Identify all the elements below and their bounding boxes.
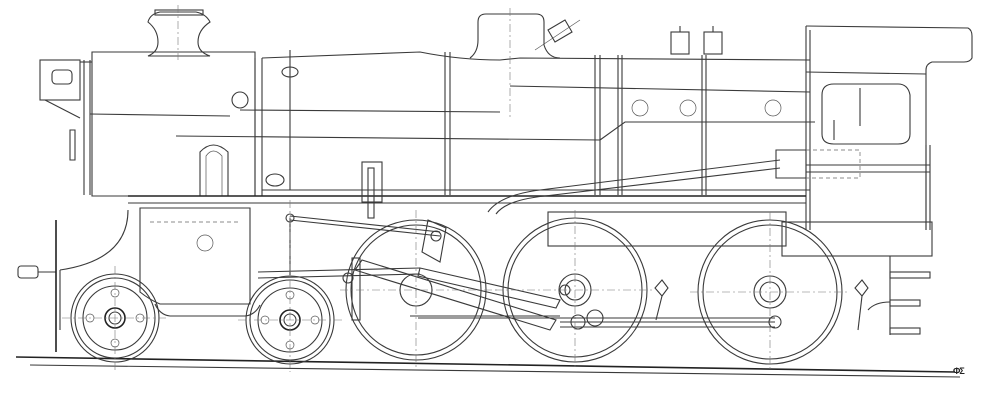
buffer <box>17 220 57 352</box>
walschaerts-valve-gear <box>257 167 775 331</box>
coupled-wheel-3 <box>690 212 850 372</box>
rail-mark: ΦΣ <box>953 366 965 376</box>
bogie-frame <box>154 303 261 317</box>
bogie-wheel-front <box>62 266 168 370</box>
bogie-wheel-rear <box>238 200 342 372</box>
coupled-wheel-1 <box>340 210 500 370</box>
headlamp <box>39 59 92 195</box>
steam-dome <box>469 8 581 120</box>
boiler <box>89 50 815 195</box>
smokebox <box>91 51 263 197</box>
cab-window <box>821 83 911 145</box>
safety-valves <box>670 26 723 55</box>
coupling-rod <box>418 279 869 331</box>
cylinder <box>59 207 251 330</box>
cab-steps <box>867 256 931 335</box>
cab <box>775 25 973 230</box>
chimney <box>147 5 211 60</box>
coupled-wheel-2 <box>495 210 655 370</box>
rail <box>15 356 961 378</box>
running-board <box>128 159 933 257</box>
